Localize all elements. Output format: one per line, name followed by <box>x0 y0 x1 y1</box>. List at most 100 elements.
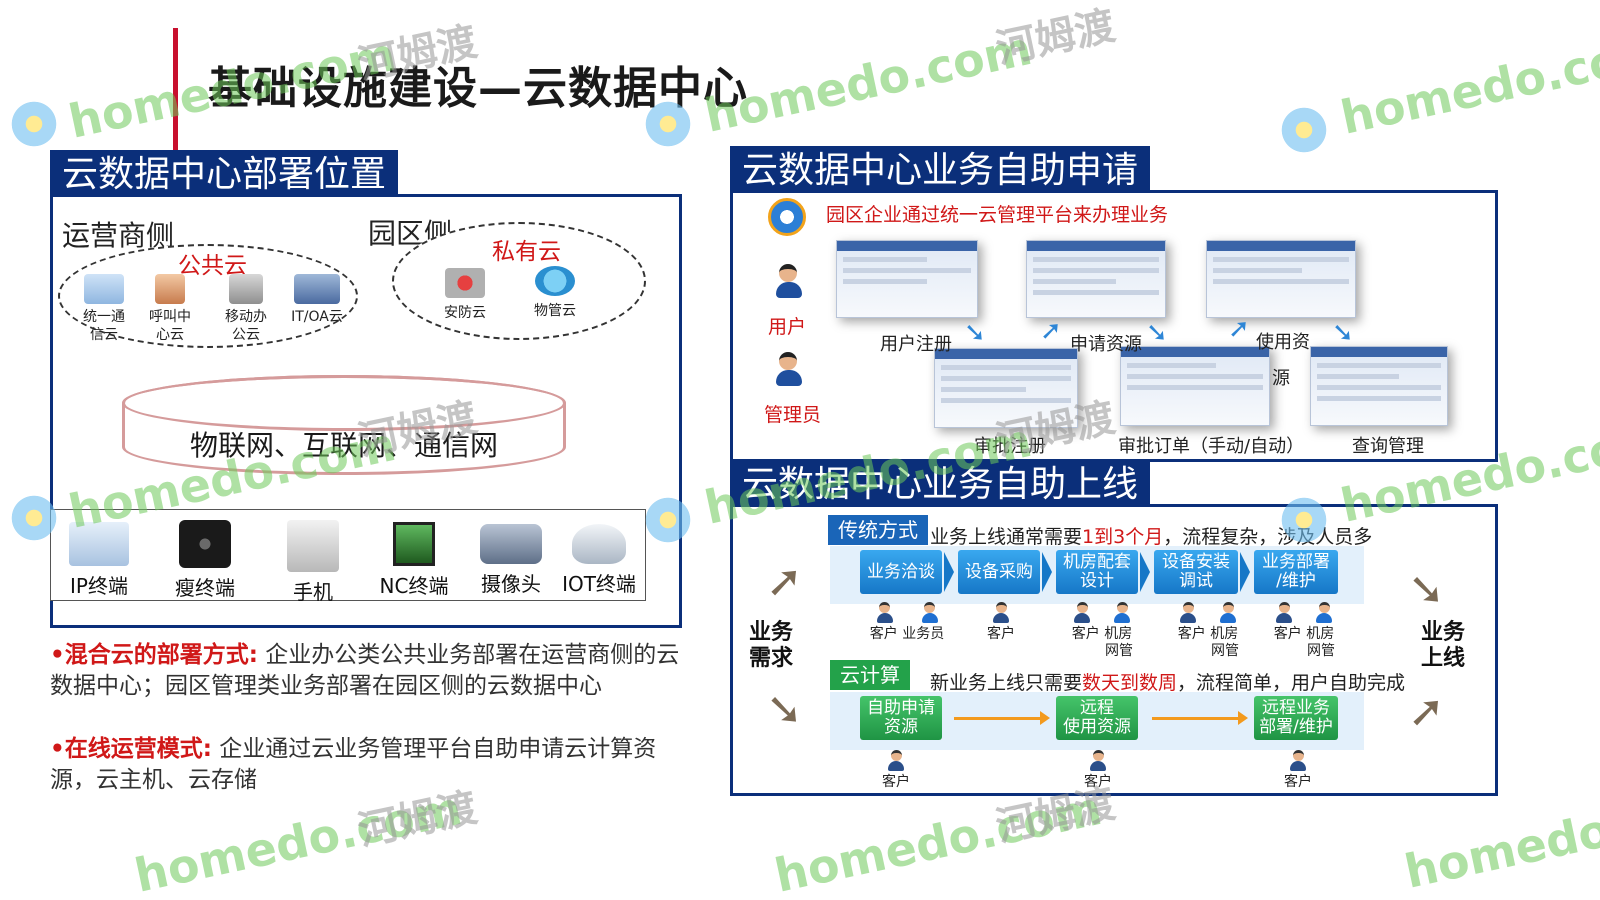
private-cloud-label: 私有云 <box>492 239 561 265</box>
flow-arrow-1: ➘ <box>964 318 986 348</box>
watermark-flower-icon <box>642 494 694 546</box>
screen-approve-register <box>934 348 1078 428</box>
traditional-step-4: 设备安装调试 <box>1154 550 1238 594</box>
step-use-resource-cont: 源 <box>1272 368 1290 389</box>
user-avatar-icon <box>776 264 802 298</box>
traditional-description: 业务上线通常需要1到3个月，流程复杂，涉及人员多 <box>930 526 1373 548</box>
call-center-icon <box>155 274 185 304</box>
cloud-person-1: 客户 <box>876 750 916 791</box>
terminal-camera: 摄像头 <box>471 524 551 597</box>
screen-use <box>1206 240 1356 318</box>
watermark-flower-icon <box>642 98 694 150</box>
screen-query <box>1310 346 1448 426</box>
step-approve-order: 审批订单（手动/自动） <box>1118 436 1305 457</box>
private-item-2: 物管云 <box>530 266 580 320</box>
it-oa-server-icon <box>294 274 340 304</box>
iot-device-icon <box>572 524 626 564</box>
salesman-icon <box>921 602 938 624</box>
security-icon <box>445 268 485 298</box>
step-use-resource: 使用资 <box>1256 332 1310 353</box>
traditional-people-1: 客户 业务员 <box>862 602 952 643</box>
terminal-ip: IP终端 <box>59 522 139 599</box>
cloud-step-2: 远程使用资源 <box>1056 696 1138 740</box>
cloud-person-2: 客户 <box>1078 750 1118 791</box>
watermark-logo: homedo.com <box>64 26 401 149</box>
cloud-person-3: 客户 <box>1278 750 1318 791</box>
flow-arrow-2: ➚ <box>1040 316 1062 346</box>
online-down-arrow: ➘ <box>1408 564 1445 615</box>
orange-arrow-1 <box>954 711 1050 725</box>
screen-apply <box>1026 240 1166 318</box>
role-admin: 管理员 <box>764 404 822 426</box>
business-demand-label: 业务 需求 <box>748 620 793 671</box>
traditional-step-5: 业务部署/维护 <box>1254 550 1338 594</box>
public-item-4: IT/OA云 <box>286 274 348 326</box>
flow-arrow-3: ➘ <box>1146 318 1168 348</box>
customer-icon <box>1290 750 1306 772</box>
private-item-1: 安防云 <box>440 268 490 322</box>
cloud-description: 新业务上线只需要数天到数周，流程简单，用户自助完成 <box>930 672 1406 694</box>
demand-up-arrow: ➚ <box>766 556 803 607</box>
watermark-cn: 河姆渡 <box>992 2 1120 73</box>
demand-down-arrow: ➘ <box>766 684 803 735</box>
ucc-icon <box>84 274 124 304</box>
admin-avatar-icon <box>776 352 802 386</box>
step-approve-register: 审批注册 <box>974 436 1046 457</box>
cloud-step-1: 自助申请资源 <box>860 696 942 740</box>
netadmin-icon <box>1114 602 1130 624</box>
chevron-right-icon <box>1240 552 1250 592</box>
netadmin-icon <box>1220 602 1236 624</box>
deploy-location-tab: 云数据中心部署位置 <box>50 150 399 198</box>
watermark-flower-icon <box>1278 494 1330 546</box>
screen-register <box>836 240 978 318</box>
orange-arrow-2 <box>1152 711 1248 725</box>
thin-client-icon <box>179 520 231 568</box>
traditional-people-3: 客户 机房 网管 <box>1062 602 1142 660</box>
chevron-right-icon <box>1140 552 1150 592</box>
online-up-arrow: ➚ <box>1408 686 1445 737</box>
terminal-nc: NC终端 <box>369 522 459 599</box>
business-online-label: 业务 上线 <box>1420 620 1465 671</box>
customer-icon <box>993 602 1009 624</box>
step-user-register: 用户注册 <box>880 334 952 355</box>
watermark-logo: homedo.com <box>1336 22 1600 145</box>
step-query-manage: 查询管理 <box>1352 436 1424 457</box>
terminals-box: IP终端 瘦终端 手机 NC终端 摄像头 IOT终端 <box>50 509 646 604</box>
traditional-step-2: 设备采购 <box>958 550 1040 594</box>
chevron-right-icon <box>1042 552 1052 592</box>
watermark-flower-icon <box>8 492 60 544</box>
public-item-3: 移动办 公云 <box>222 274 270 344</box>
note-hybrid-cloud: •混合云的部署方式: 企业办公类公共业务部署在运营商侧的云数据中心；园区管理类业… <box>50 642 680 699</box>
ip-phone-icon <box>69 522 129 566</box>
step-apply-resource: 申请资源 <box>1070 334 1142 355</box>
customer-icon <box>1276 602 1292 624</box>
terminal-thin: 瘦终端 <box>165 520 245 601</box>
customer-icon <box>876 602 893 624</box>
flow-arrow-4: ➚ <box>1228 314 1250 344</box>
mobile-office-icon <box>229 274 263 304</box>
terminal-iot: IOT终端 <box>557 524 641 597</box>
watermark-logo: homedo.com <box>700 20 1037 143</box>
public-item-1: 统一通 信云 <box>80 274 128 344</box>
customer-icon <box>1090 750 1106 772</box>
self-apply-subtitle: 园区企业通过统一云管理平台来办理业务 <box>826 204 1169 226</box>
role-user: 用户 <box>768 316 807 338</box>
chevron-right-icon <box>944 552 954 592</box>
network-cylinder-top <box>122 375 566 431</box>
traditional-tag: 传统方式 <box>828 515 928 545</box>
terminal-phone: 手机 <box>273 520 353 605</box>
customer-icon <box>1074 602 1090 624</box>
nc-terminal-icon <box>393 522 435 566</box>
camera-icon <box>480 524 542 564</box>
watermark-flower-icon <box>8 98 60 150</box>
cloud-step-3: 远程业务部署/维护 <box>1254 696 1338 740</box>
network-label: 物联网、互联网、通信网 <box>189 429 498 462</box>
title-accent-bar <box>173 28 178 150</box>
netadmin-icon <box>1316 602 1332 624</box>
note-online-operation: •在线运营模式: 企业通过云业务管理平台自助申请云计算资源，云主机、云存储 <box>50 736 657 793</box>
screen-approve-order <box>1120 346 1270 426</box>
public-item-2: 呼叫中 心云 <box>146 274 194 344</box>
private-cloud-shape <box>392 222 646 340</box>
phone-icon <box>287 520 339 572</box>
ie-browser-icon <box>768 198 806 236</box>
